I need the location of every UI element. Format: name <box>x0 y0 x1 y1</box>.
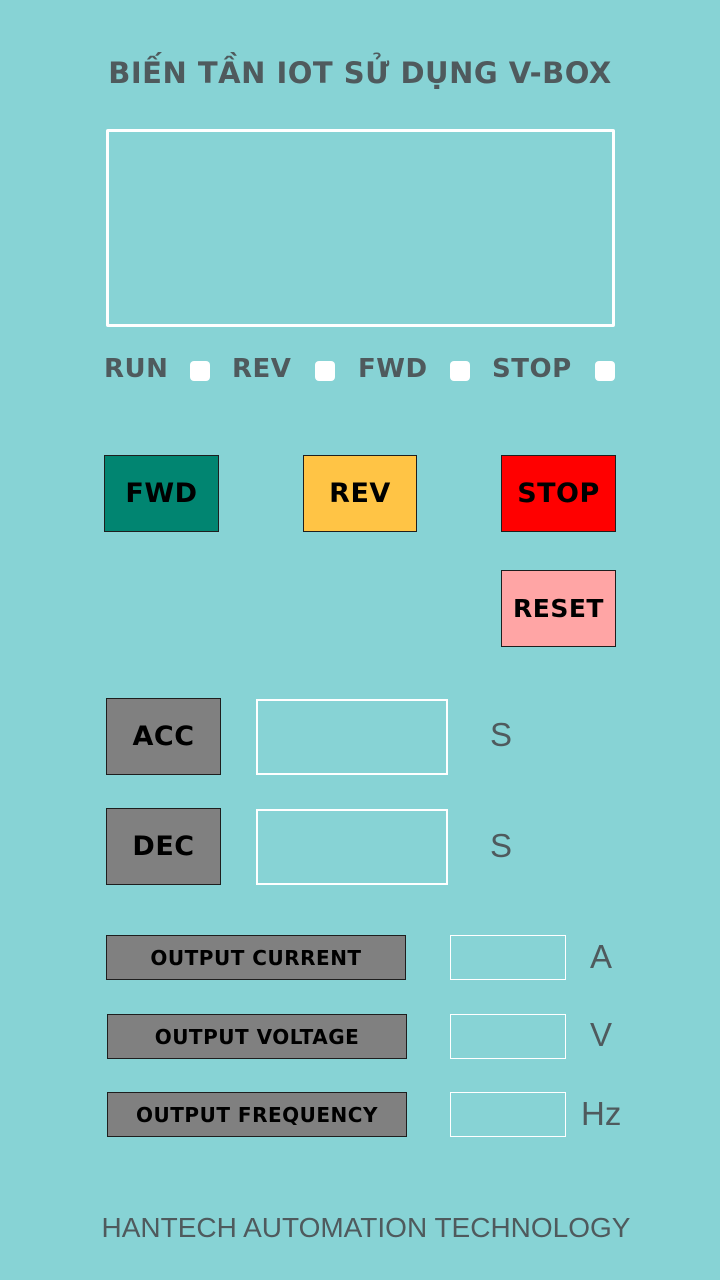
dec-unit: S <box>490 827 513 864</box>
reset-button[interactable]: RESET <box>501 570 616 647</box>
indicator-label-run: RUN <box>104 354 169 384</box>
indicator-label-stop: STOP <box>492 354 572 384</box>
rev-button[interactable]: REV <box>303 455 417 532</box>
acc-unit: S <box>490 716 513 753</box>
acc-time-input[interactable] <box>256 699 448 775</box>
fwd-button[interactable]: FWD <box>104 455 219 532</box>
stop-button[interactable]: STOP <box>501 455 616 532</box>
acc-button[interactable]: ACC <box>106 698 221 775</box>
main-display <box>106 129 615 327</box>
indicator-led-run <box>190 361 210 381</box>
page-title: BIẾN TẦN IOT SỬ DỤNG V-BOX <box>108 56 612 90</box>
output-current-label: OUTPUT CURRENT <box>106 935 406 980</box>
output-frequency-unit: Hz <box>581 1095 622 1132</box>
output-voltage-value <box>450 1014 566 1059</box>
indicator-label-rev: REV <box>232 354 292 384</box>
dec-button[interactable]: DEC <box>106 808 221 885</box>
output-current-value <box>450 935 566 980</box>
footer-brand: HANTECH AUTOMATION TECHNOLOGY <box>101 1212 631 1243</box>
output-frequency-value <box>450 1092 566 1137</box>
dec-time-input[interactable] <box>256 809 448 885</box>
indicator-label-fwd: FWD <box>358 354 428 384</box>
output-voltage-label: OUTPUT VOLTAGE <box>107 1014 407 1059</box>
output-current-unit: A <box>590 938 613 975</box>
indicator-led-stop <box>595 361 615 381</box>
output-frequency-label: OUTPUT FREQUENCY <box>107 1092 407 1137</box>
indicator-led-fwd <box>450 361 470 381</box>
indicator-led-rev <box>315 361 335 381</box>
output-voltage-unit: V <box>590 1016 613 1053</box>
